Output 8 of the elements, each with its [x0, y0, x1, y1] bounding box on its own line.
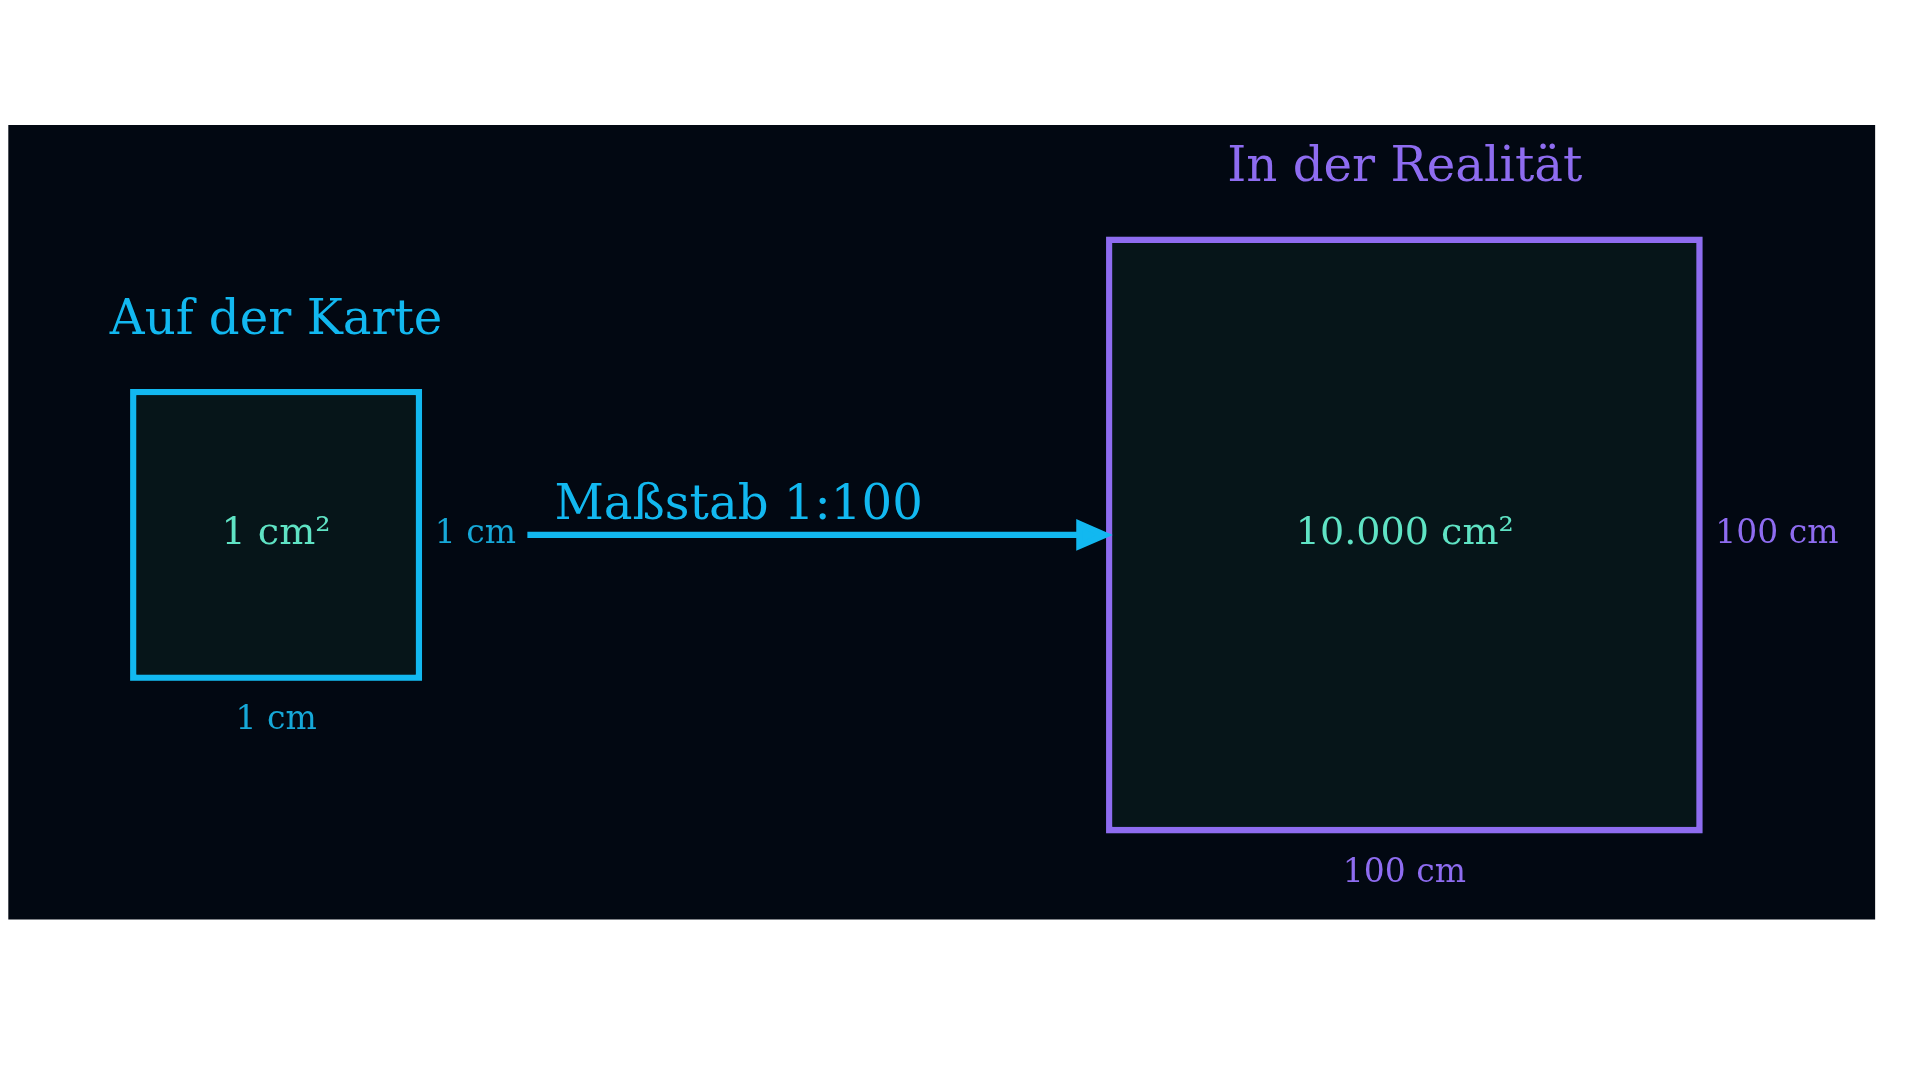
- node-label: 100 cm: [1715, 511, 1839, 551]
- node-label: 1 cm: [235, 697, 317, 737]
- arrow: [527, 518, 1113, 551]
- node-label: 100 cm: [1342, 850, 1466, 890]
- node-label: 1 cm: [434, 511, 516, 551]
- edge-label: Maßstab 1:100: [554, 473, 923, 530]
- node-label: In der Realität: [1227, 135, 1583, 192]
- node-label: Auf der Karte: [109, 288, 443, 345]
